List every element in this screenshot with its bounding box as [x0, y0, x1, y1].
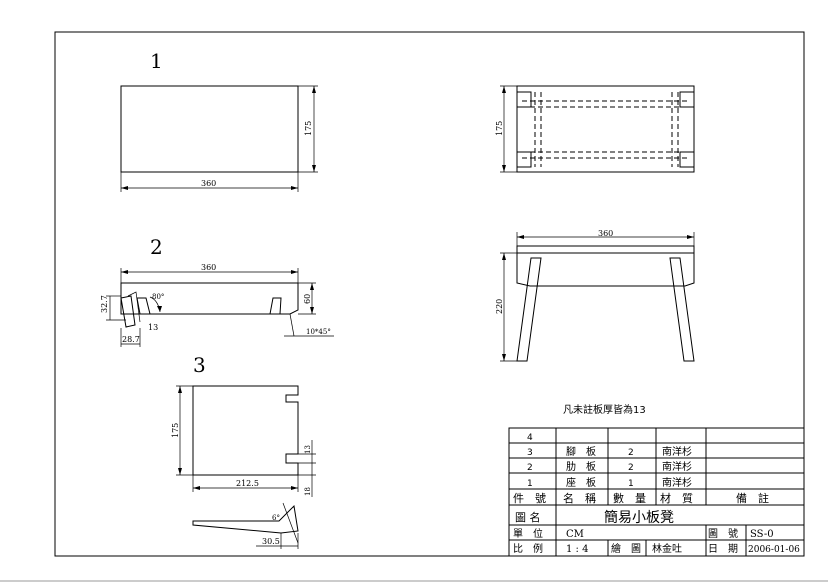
- unit-value: CM: [566, 529, 584, 540]
- header-qty: 數 量: [613, 492, 646, 505]
- drawing-name: 簡易小板凳: [604, 510, 674, 526]
- view-2-rib-board: 2 80° 360 60 32.7 28.7: [100, 235, 334, 347]
- rib-angle-label: 80°: [152, 293, 164, 301]
- drawn-label: 繪 圖: [611, 542, 641, 555]
- part-3-name: 腳 板: [566, 445, 596, 458]
- rib-dim-32-7: 32.7: [100, 295, 109, 313]
- part-4-no: 4: [527, 433, 533, 443]
- view-1-number: 1: [150, 49, 163, 73]
- part-3-qty: 2: [628, 448, 634, 458]
- drawing-name-label: 圖 名: [515, 510, 541, 524]
- view-1-seat-board: 1 360 175: [120, 49, 318, 192]
- header-part-no: 件 號: [513, 492, 546, 505]
- part-3-material: 南洋杉: [662, 445, 692, 458]
- rib-outline: [120, 282, 299, 315]
- leg-angle-label: 6°: [272, 514, 280, 522]
- part-2-qty: 2: [628, 463, 634, 473]
- drawing-no-label: 圖 號: [708, 527, 738, 540]
- rib-chamfer-label: 10*45°: [306, 328, 331, 336]
- leg-outline: [192, 385, 299, 476]
- top-view-height-label: 175: [495, 121, 504, 136]
- seat-board-outline: [120, 85, 299, 173]
- dim-height-label: 175: [304, 121, 313, 136]
- header-name: 名 稱: [563, 491, 596, 505]
- part-1-no: 1: [527, 479, 533, 489]
- leg-dim-30-5: 30.5: [262, 537, 280, 546]
- part-1-qty: 1: [628, 479, 634, 489]
- view-2-number: 2: [150, 235, 163, 259]
- leg-dim-13: 13: [304, 445, 312, 454]
- front-view-height-label: 220: [495, 299, 504, 314]
- view-3-leg-board: 3 175 212.5 13 18 6° 30.5: [171, 353, 316, 549]
- unit-label: 單 位: [513, 527, 543, 540]
- scale-value: 1 : 4: [566, 544, 588, 555]
- rib-dim-28-7: 28.7: [122, 335, 140, 344]
- date-label: 日 期: [708, 543, 738, 555]
- front-rib: [516, 252, 695, 287]
- rib-dim-13: 13: [148, 323, 158, 332]
- part-2-name: 肋 板: [566, 460, 596, 473]
- rib-width-label: 360: [201, 263, 216, 272]
- dim-width-label: 360: [201, 179, 216, 188]
- sheet-border: [54, 31, 805, 557]
- title-block: 4 3 腳 板 2 南洋杉 2 肋 板 2 南洋杉 1 座 板 1 南洋杉 件 …: [508, 427, 805, 557]
- part-1-name: 座 板: [566, 476, 596, 489]
- part-1-material: 南洋杉: [662, 476, 692, 489]
- front-leg-left: [516, 257, 542, 362]
- front-view-width-label: 360: [598, 229, 613, 238]
- header-material: 材 質: [660, 491, 693, 505]
- part-2-material: 南洋杉: [662, 460, 692, 473]
- part-2-no: 2: [527, 463, 533, 473]
- plate-thickness-note: 凡未註板厚皆為13: [563, 403, 646, 416]
- leg-height-label: 175: [171, 423, 180, 438]
- leg-edge-view: [192, 504, 299, 534]
- rib-height-label: 60: [303, 294, 312, 304]
- front-seat: [516, 245, 695, 254]
- drawn-by-value: 林金吐: [652, 542, 682, 555]
- top-view-outline: [516, 85, 695, 173]
- part-3-no: 3: [527, 448, 533, 458]
- assembly-top-view: 175: [495, 85, 695, 173]
- front-leg-right: [669, 257, 695, 362]
- drawing-no-value: SS-0: [750, 529, 774, 540]
- header-remark: 備 註: [736, 492, 769, 505]
- assembly-front-view: 360 220: [495, 229, 695, 362]
- scale-label: 比 例: [513, 542, 543, 555]
- leg-dim-18: 18: [304, 487, 312, 496]
- view-3-number: 3: [193, 353, 206, 377]
- leg-width-label: 212.5: [236, 479, 259, 488]
- date-value: 2006-01-06: [748, 545, 800, 555]
